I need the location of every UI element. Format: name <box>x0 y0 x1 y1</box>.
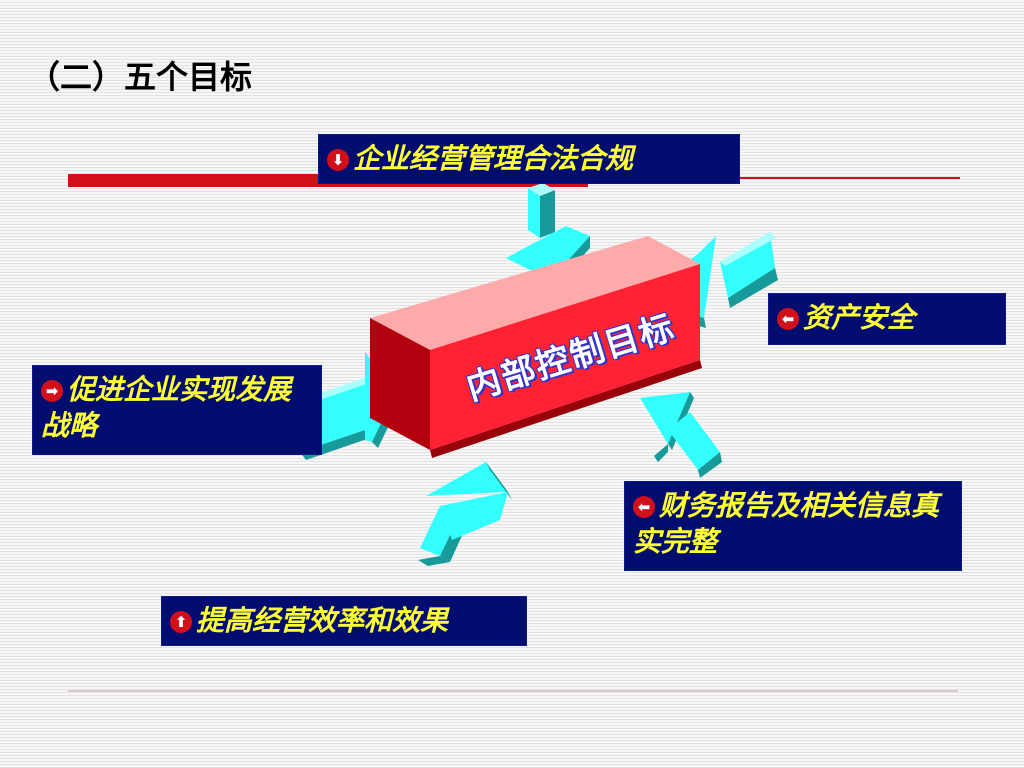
goal-strategy-text: 促进企业实现发展战略 <box>41 373 292 442</box>
title-underline-thin <box>588 177 960 179</box>
goal-efficiency: ⬆提高经营效率和效果 <box>161 596 527 646</box>
goal-strategy: ➡促进企业实现发展战略 <box>32 365 322 455</box>
goal-asset-security-text: 资产安全 <box>803 301 916 334</box>
goal-compliance-text: 企业经营管理合法合规 <box>353 142 634 175</box>
arrow-down-icon: ⬇ <box>327 149 349 171</box>
goal-asset-security: ⬅资产安全 <box>768 293 1006 345</box>
arrow-left-icon: ⬅ <box>633 496 655 518</box>
center-block <box>370 236 702 458</box>
footer-divider <box>68 690 958 692</box>
goal-compliance: ⬇企业经营管理合法合规 <box>318 134 740 184</box>
arrow-bottom-right <box>640 392 722 478</box>
arrow-up-icon: ⬆ <box>170 611 192 633</box>
page-title: （二）五个目标 <box>28 58 253 96</box>
arrow-right-icon: ➡ <box>41 380 63 402</box>
arrow-left-icon: ⬅ <box>777 308 799 330</box>
arrow-up-bottom-left <box>418 462 512 566</box>
goal-financial-reporting-text: 财务报告及相关信息真实完整 <box>633 489 940 558</box>
goal-financial-reporting: ⬅财务报告及相关信息真实完整 <box>624 481 962 571</box>
goal-efficiency-text: 提高经营效率和效果 <box>196 604 449 637</box>
